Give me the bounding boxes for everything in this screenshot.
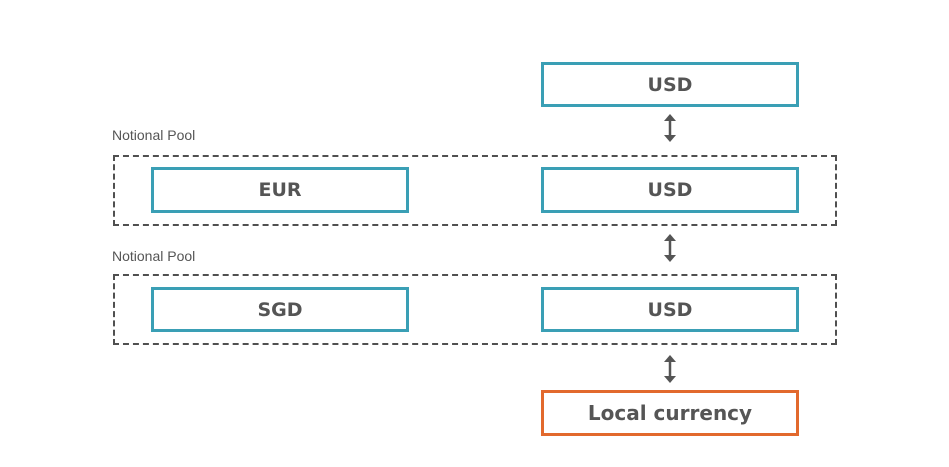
double-arrow-icon — [664, 234, 676, 262]
pool-2-usd-label: USD — [647, 298, 693, 321]
pool-1-usd-label: USD — [647, 179, 693, 201]
double-arrow-icon — [664, 355, 676, 383]
notional-pool-2 — [113, 274, 837, 345]
local-currency-box: Local currency — [541, 390, 799, 436]
pool-1-label: Notional Pool — [112, 127, 196, 143]
notional-pool-1 — [113, 155, 837, 226]
sgd-box: SGD — [151, 287, 409, 332]
top-usd-label: USD — [647, 73, 693, 96]
pool-2-usd-box: USD — [541, 287, 799, 332]
double-arrow-icon — [664, 114, 676, 142]
top-usd-box: USD — [541, 62, 799, 107]
pool-1-usd-box: USD — [541, 167, 799, 213]
sgd-label: SGD — [257, 298, 303, 321]
pool-2-label: Notional Pool — [112, 248, 196, 264]
eur-label: EUR — [258, 179, 302, 201]
eur-box: EUR — [151, 167, 409, 213]
local-currency-label: Local currency — [587, 401, 753, 425]
